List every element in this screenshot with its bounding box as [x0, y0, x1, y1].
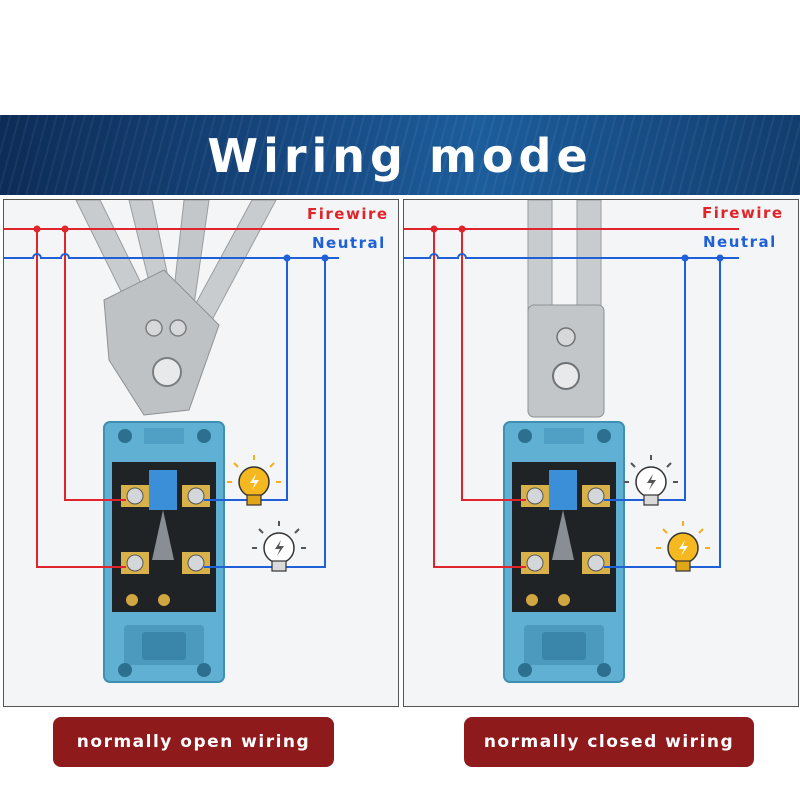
- lever-arm: [527, 200, 605, 418]
- lamp-lit-icon: [227, 455, 281, 506]
- normally-closed-panel: Firewire Neutral: [403, 199, 799, 707]
- firewire-label: Firewire: [307, 205, 389, 223]
- neutral-label: Neutral: [312, 234, 386, 252]
- normally-open-panel: Firewire Neutral: [3, 199, 399, 707]
- lamp-unlit-icon: [624, 455, 678, 506]
- neutral-wiring: [4, 253, 339, 568]
- lamp-unlit-icon: [252, 521, 306, 572]
- limit-switch-body: [103, 421, 225, 683]
- neutral-wiring: [404, 253, 739, 568]
- wire-junctions: [33, 225, 329, 262]
- firewire-wiring: [4, 228, 339, 568]
- neutral-label: Neutral: [703, 233, 777, 251]
- banner-title: Wiring mode: [207, 129, 593, 183]
- firewire-label: Firewire: [702, 204, 784, 222]
- normally-closed-caption: normally closed wiring: [464, 717, 754, 767]
- normally-closed-diagram: [404, 200, 739, 683]
- normally-open-diagram: [4, 200, 339, 683]
- title-banner: Wiring mode: [0, 115, 800, 195]
- limit-switch-body: [503, 421, 625, 683]
- lever-arm: [75, 200, 277, 416]
- normally-open-caption: normally open wiring: [53, 717, 334, 767]
- wire-junctions: [430, 225, 724, 262]
- lamp-lit-icon: [656, 521, 710, 572]
